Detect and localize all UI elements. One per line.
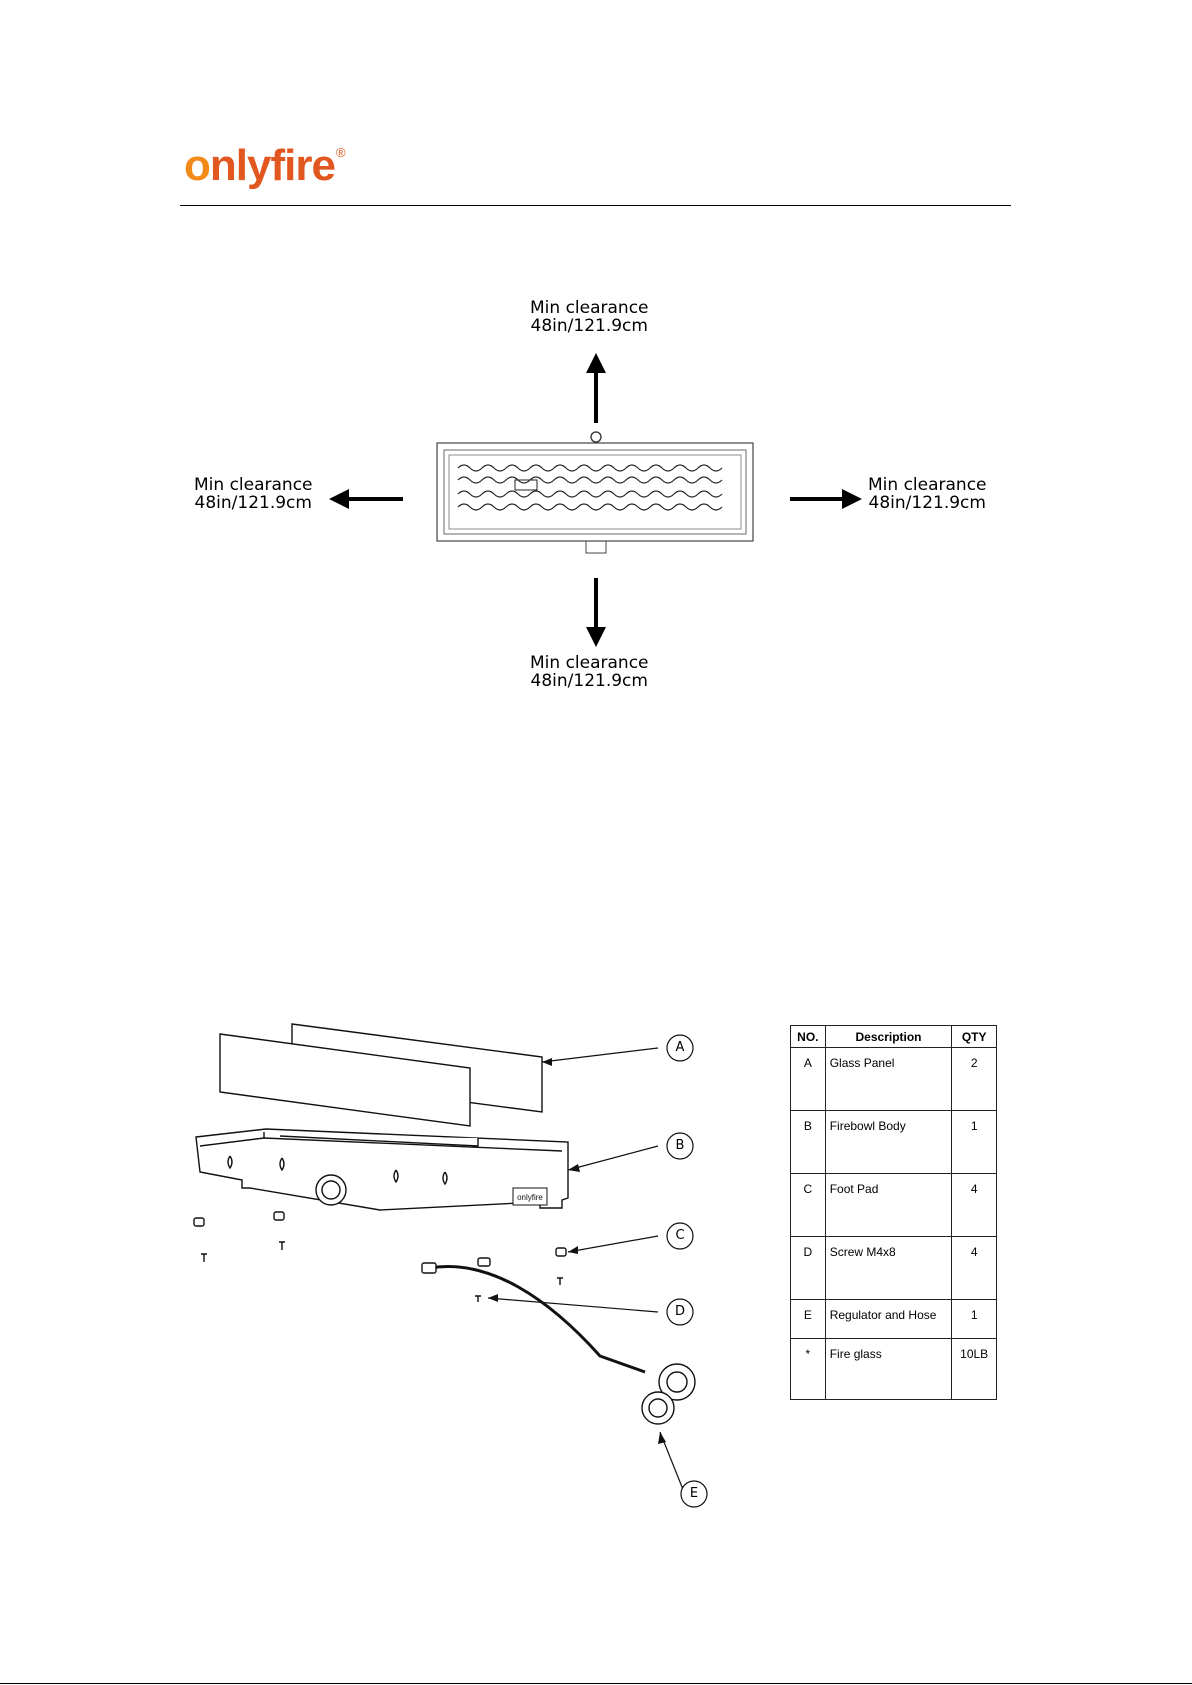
firebowl-body-icon: onlyfire xyxy=(196,1129,568,1210)
header-qty: QTY xyxy=(952,1026,997,1048)
header-no: NO. xyxy=(791,1026,826,1048)
callout-c: C xyxy=(672,1228,688,1243)
table-row: A Glass Panel 2 xyxy=(791,1048,997,1111)
footer-rule xyxy=(0,1683,1192,1684)
firepit-top-view-icon xyxy=(437,432,753,553)
screw-icon xyxy=(279,1242,285,1250)
foot-pad-icon xyxy=(194,1218,204,1226)
foot-pad-icon xyxy=(274,1212,284,1220)
parts-table: NO. Description QTY A Glass Panel 2 B Fi… xyxy=(790,1025,997,1400)
svg-text:onlyfire: onlyfire xyxy=(517,1193,543,1202)
table-row: D Screw M4x8 4 xyxy=(791,1237,997,1300)
screw-icon xyxy=(201,1254,207,1262)
regulator-icon xyxy=(642,1364,695,1424)
table-row: E Regulator and Hose 1 xyxy=(791,1300,997,1339)
callout-a: A xyxy=(672,1040,688,1055)
callout-b: B xyxy=(672,1138,688,1153)
screw-icon xyxy=(557,1278,563,1285)
hose-icon xyxy=(430,1267,645,1372)
foot-pad-icon xyxy=(556,1248,566,1256)
table-row: * Fire glass 10LB xyxy=(791,1339,997,1400)
parts-table-header: NO. Description QTY xyxy=(791,1026,997,1048)
clearance-diagram xyxy=(0,0,1192,720)
exploded-parts-diagram: onlyfire xyxy=(190,1020,750,1520)
header-description: Description xyxy=(825,1026,952,1048)
callout-e: E xyxy=(686,1486,702,1501)
screw-icon xyxy=(475,1296,481,1302)
callout-d: D xyxy=(672,1304,688,1319)
table-row: B Firebowl Body 1 xyxy=(791,1111,997,1174)
table-row: C Foot Pad 4 xyxy=(791,1174,997,1237)
